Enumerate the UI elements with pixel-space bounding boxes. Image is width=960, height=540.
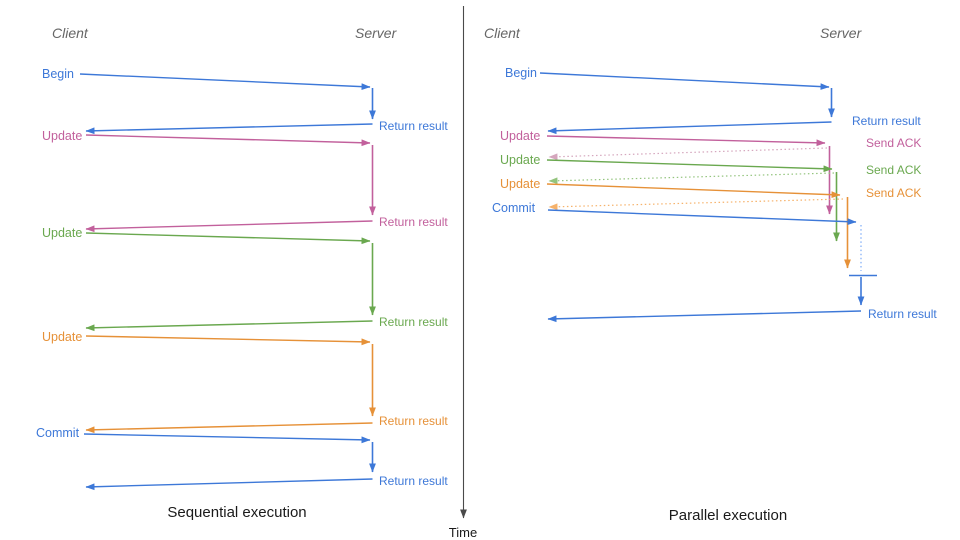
- seq-commit-request-label: Commit: [36, 426, 80, 440]
- par-commit-response-arrow: [547, 310, 862, 323]
- par-commit-response-label: Return result: [868, 307, 937, 321]
- par-update1-ack-dotted-arrow: [548, 147, 828, 161]
- seq-update3-request-label: Update: [42, 330, 82, 344]
- parallel-panel-title: Parallel execution: [669, 507, 787, 524]
- seq-begin-response-label: Return result: [379, 119, 448, 133]
- par-update1-ack-label: Send ACK: [866, 136, 921, 150]
- seq-update1-response-arrow: [85, 220, 373, 233]
- seq-update2-request-label: Update: [42, 226, 82, 240]
- seq-update2-response-arrow: [85, 320, 373, 332]
- sequential-panel-title: Sequential execution: [167, 504, 306, 521]
- par-update2-ack-label: Send ACK: [866, 163, 921, 177]
- seq-update1-request-arrow: [85, 134, 371, 147]
- par-update3-ack-dotted-arrow: [548, 198, 844, 211]
- par-update1-request-arrow: [546, 135, 826, 147]
- par-begin-response-label: Return result: [852, 114, 921, 128]
- par-update3-request-label: Update: [500, 177, 540, 191]
- seq-begin-response-arrow: [85, 123, 373, 135]
- par-update1-request-label: Update: [500, 129, 540, 143]
- seq-update3-request-arrow: [85, 335, 371, 346]
- time-axis: Time: [449, 6, 477, 540]
- parallel-client-label: Client: [484, 25, 521, 41]
- sequential-client-label: Client: [52, 25, 89, 41]
- seq-step-update-3: Update Return result: [42, 330, 448, 434]
- sequential-server-label: Server: [355, 25, 398, 41]
- seq-begin-request-label: Begin: [42, 67, 74, 81]
- parallel-server-label: Server: [820, 25, 863, 41]
- par-update3-request-arrow: [546, 183, 841, 199]
- sequential-panel: Client Server Begin Return result Update…: [36, 25, 448, 521]
- seq-commit-response-arrow: [85, 478, 373, 491]
- par-begin-response-arrow: [547, 121, 832, 135]
- par-commit-request-label: Commit: [492, 201, 536, 215]
- seq-step-update-2: Update Return result: [42, 226, 448, 332]
- par-step-begin: Begin Return result: [505, 66, 921, 135]
- seq-update3-response-arrow: [85, 422, 373, 434]
- seq-step-update-1: Update Return result: [42, 129, 448, 233]
- seq-commit-response-label: Return result: [379, 474, 448, 488]
- seq-update1-response-label: Return result: [379, 215, 448, 229]
- par-step-update-2: Update Send ACK: [500, 153, 921, 242]
- par-step-update-1: Update Send ACK: [500, 129, 921, 215]
- par-begin-request-label: Begin: [505, 66, 537, 80]
- seq-update2-response-label: Return result: [379, 315, 448, 329]
- par-update2-request-arrow: [546, 159, 833, 173]
- seq-update3-response-label: Return result: [379, 414, 448, 428]
- seq-update1-request-label: Update: [42, 129, 82, 143]
- par-update2-ack-dotted-arrow: [548, 172, 835, 185]
- par-update3-ack-label: Send ACK: [866, 186, 921, 200]
- seq-commit-request-arrow: [83, 433, 371, 444]
- seq-step-commit: Commit Return result: [36, 426, 448, 491]
- time-axis-label: Time: [449, 525, 477, 540]
- parallel-panel: Client Server Begin Return result Update…: [484, 25, 937, 524]
- seq-step-begin: Begin Return result: [42, 67, 448, 135]
- par-step-commit: Commit Return result: [492, 201, 937, 323]
- par-begin-request-arrow: [539, 72, 830, 90]
- seq-begin-request-arrow: [79, 73, 371, 91]
- par-step-update-3: Update Send ACK: [500, 177, 921, 269]
- seq-update2-request-arrow: [85, 232, 371, 245]
- par-commit-request-arrow: [547, 209, 857, 226]
- par-update2-request-label: Update: [500, 153, 540, 167]
